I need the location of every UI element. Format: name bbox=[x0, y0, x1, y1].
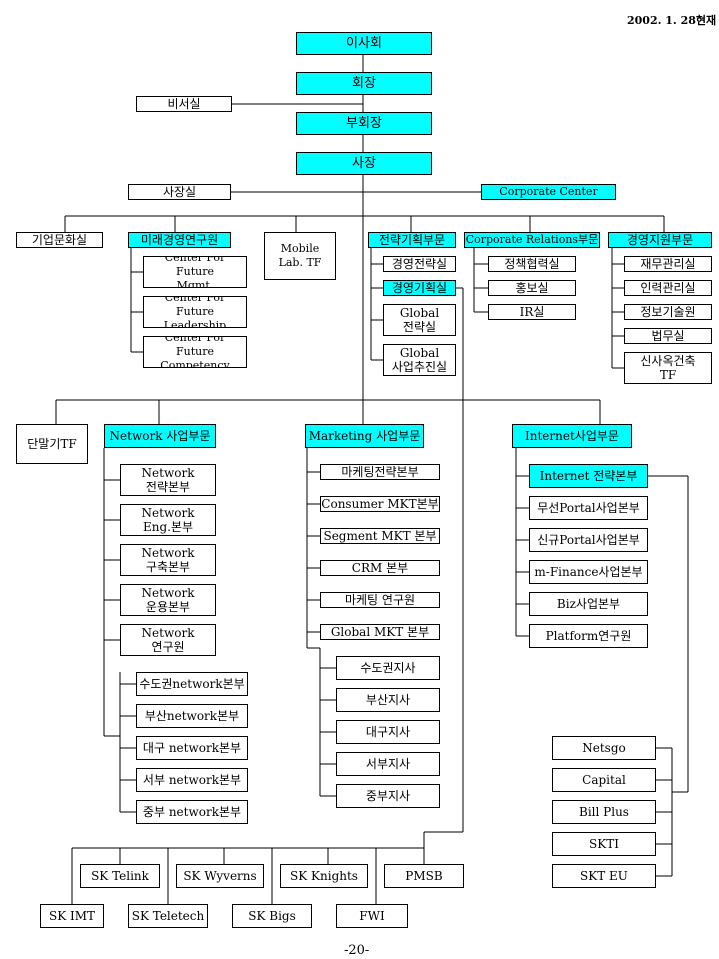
branch-capital-box: 수도권지사 bbox=[336, 656, 440, 680]
net-busan-box: 부산network본부 bbox=[136, 704, 248, 728]
terminal-tf-box: 단말기TF bbox=[16, 424, 88, 464]
future-institute-box: 미래경영연구원 bbox=[128, 232, 231, 248]
vice-chairman-box: 부회장 bbox=[296, 112, 432, 135]
branch-west-box: 서부지사 bbox=[336, 752, 440, 776]
info-tech-box: 정보기술원 bbox=[624, 304, 712, 320]
president-office-box: 사장실 bbox=[128, 184, 231, 200]
president-box: 사장 bbox=[296, 152, 432, 175]
mobile-lab-box: Mobile Lab. TF bbox=[264, 232, 336, 280]
sk-wyverns-box: SK Wyverns bbox=[176, 864, 264, 888]
mgmt-strategy-box: 경영전략실 bbox=[383, 256, 456, 272]
marketing-division-box: Marketing 사업부문 bbox=[305, 424, 424, 448]
net-daegu-box: 대구 network본부 bbox=[136, 736, 248, 760]
ir-box: IR실 bbox=[488, 304, 576, 320]
fwi-box: FWI bbox=[336, 904, 408, 928]
bill-plus-box: Bill Plus bbox=[552, 800, 656, 824]
skt-eu-box: SKT EU bbox=[552, 864, 656, 888]
global-mkt-box: Global MKT 본부 bbox=[320, 624, 440, 640]
net-strategy-box: Network 전략본부 bbox=[120, 464, 216, 496]
new-portal-box: 신규Portal사업본부 bbox=[529, 528, 648, 552]
cfc-box: Center For Future Competency bbox=[143, 336, 247, 368]
global-strategy-box: Global 전략실 bbox=[383, 304, 456, 336]
skti-box: SKTI bbox=[552, 832, 656, 856]
legal-box: 법무실 bbox=[624, 328, 712, 344]
date-label: 2002. 1. 28현재 bbox=[627, 14, 717, 27]
crm-box: CRM 본부 bbox=[320, 560, 440, 576]
mgmt-planning-box: 경영기획실 bbox=[383, 280, 456, 296]
sk-telink-box: SK Telink bbox=[80, 864, 160, 888]
m-finance-box: m-Finance사업본부 bbox=[529, 560, 648, 584]
branch-daegu-box: 대구지사 bbox=[336, 720, 440, 744]
mkt-strategy-box: 마케팅전략본부 bbox=[320, 464, 440, 480]
cfl-box: Center For Future Leadership bbox=[143, 296, 247, 328]
hr-box: 인력관리실 bbox=[624, 280, 712, 296]
pr-box: 홍보실 bbox=[488, 280, 576, 296]
net-lab-box: Network 연구원 bbox=[120, 624, 216, 656]
internet-division-box: Internet사업부문 bbox=[512, 424, 632, 448]
new-hq-box: 신사옥건축 TF bbox=[624, 352, 712, 384]
page-number: -20- bbox=[344, 943, 370, 958]
secretary-box: 비서실 bbox=[136, 96, 232, 112]
net-capital-box: 수도권network본부 bbox=[136, 672, 248, 696]
platform-lab-box: Platform연구원 bbox=[529, 624, 648, 648]
branch-central-box: 중부지사 bbox=[336, 784, 440, 808]
segment-mkt-box: Segment MKT 본부 bbox=[320, 528, 440, 544]
corporate-center-box: Corporate Center bbox=[481, 184, 616, 200]
strategy-planning-box: 전략기획부문 bbox=[368, 232, 456, 248]
sk-teletech-box: SK Teletech bbox=[128, 904, 208, 928]
branch-busan-box: 부산지사 bbox=[336, 688, 440, 712]
sk-bigs-box: SK Bigs bbox=[232, 904, 312, 928]
chairman-box: 회장 bbox=[296, 72, 432, 95]
sk-knights-box: SK Knights bbox=[280, 864, 368, 888]
network-division-box: Network 사업부문 bbox=[104, 424, 216, 448]
capital-box: Capital bbox=[552, 768, 656, 792]
cfm-box: Center For Future Mgmt. bbox=[143, 256, 247, 288]
consumer-mkt-box: Consumer MKT본부 bbox=[320, 496, 440, 512]
finance-box: 재무관리실 bbox=[624, 256, 712, 272]
net-ops-box: Network 운용본부 bbox=[120, 584, 216, 616]
pmsb-box: PMSB bbox=[384, 864, 464, 888]
biz-box: Biz사업본부 bbox=[529, 592, 648, 616]
net-eng-box: Network Eng.본부 bbox=[120, 504, 216, 536]
corp-culture-box: 기업문화실 bbox=[16, 232, 103, 248]
policy-coop-box: 정책협력실 bbox=[488, 256, 576, 272]
mgmt-support-box: 경영지원부문 bbox=[608, 232, 712, 248]
wireless-portal-box: 무선Portal사업본부 bbox=[529, 496, 648, 520]
netsgo-box: Netsgo bbox=[552, 736, 656, 760]
mkt-lab-box: 마케팅 연구원 bbox=[320, 592, 440, 608]
net-build-box: Network 구축본부 bbox=[120, 544, 216, 576]
net-west-box: 서부 network본부 bbox=[136, 768, 248, 792]
net-central-box: 중부 network본부 bbox=[136, 800, 248, 824]
internet-strategy-box: Internet 전략본부 bbox=[529, 464, 648, 488]
board-box: 이사회 bbox=[296, 32, 432, 55]
global-business-box: Global 사업추진실 bbox=[383, 344, 456, 376]
corp-relations-box: Corporate Relations부문 bbox=[464, 232, 600, 248]
sk-imt-box: SK IMT bbox=[40, 904, 104, 928]
